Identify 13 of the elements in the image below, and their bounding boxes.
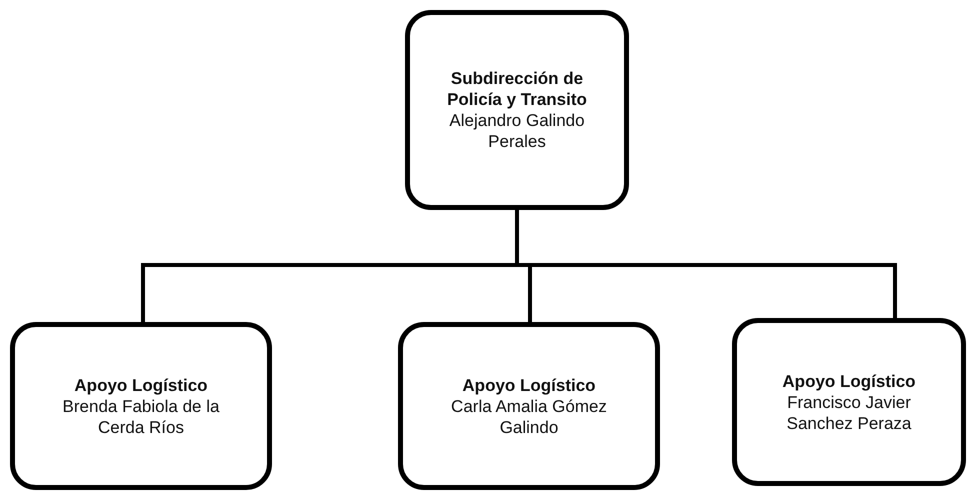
org-box bbox=[398, 322, 660, 490]
org-box bbox=[10, 322, 272, 490]
org-box bbox=[732, 318, 966, 486]
person-name: Alejandro Galindo Perales bbox=[448, 110, 586, 152]
org-box bbox=[405, 10, 629, 210]
role-title: Apoyo Logístico bbox=[462, 374, 596, 396]
connector-line bbox=[515, 210, 897, 318]
role-title: Apoyo Logístico bbox=[74, 374, 208, 396]
person-name: Brenda Fabiola de la Cerda Ríos bbox=[62, 396, 220, 438]
role-title: Apoyo Logístico bbox=[782, 370, 916, 392]
role-title: Subdirección de Policía y Transito bbox=[447, 68, 587, 110]
person-name: Carla Amalia Gómez Galindo bbox=[450, 396, 608, 438]
person-name: Francisco Javier Sanchez Peraza bbox=[786, 392, 912, 434]
